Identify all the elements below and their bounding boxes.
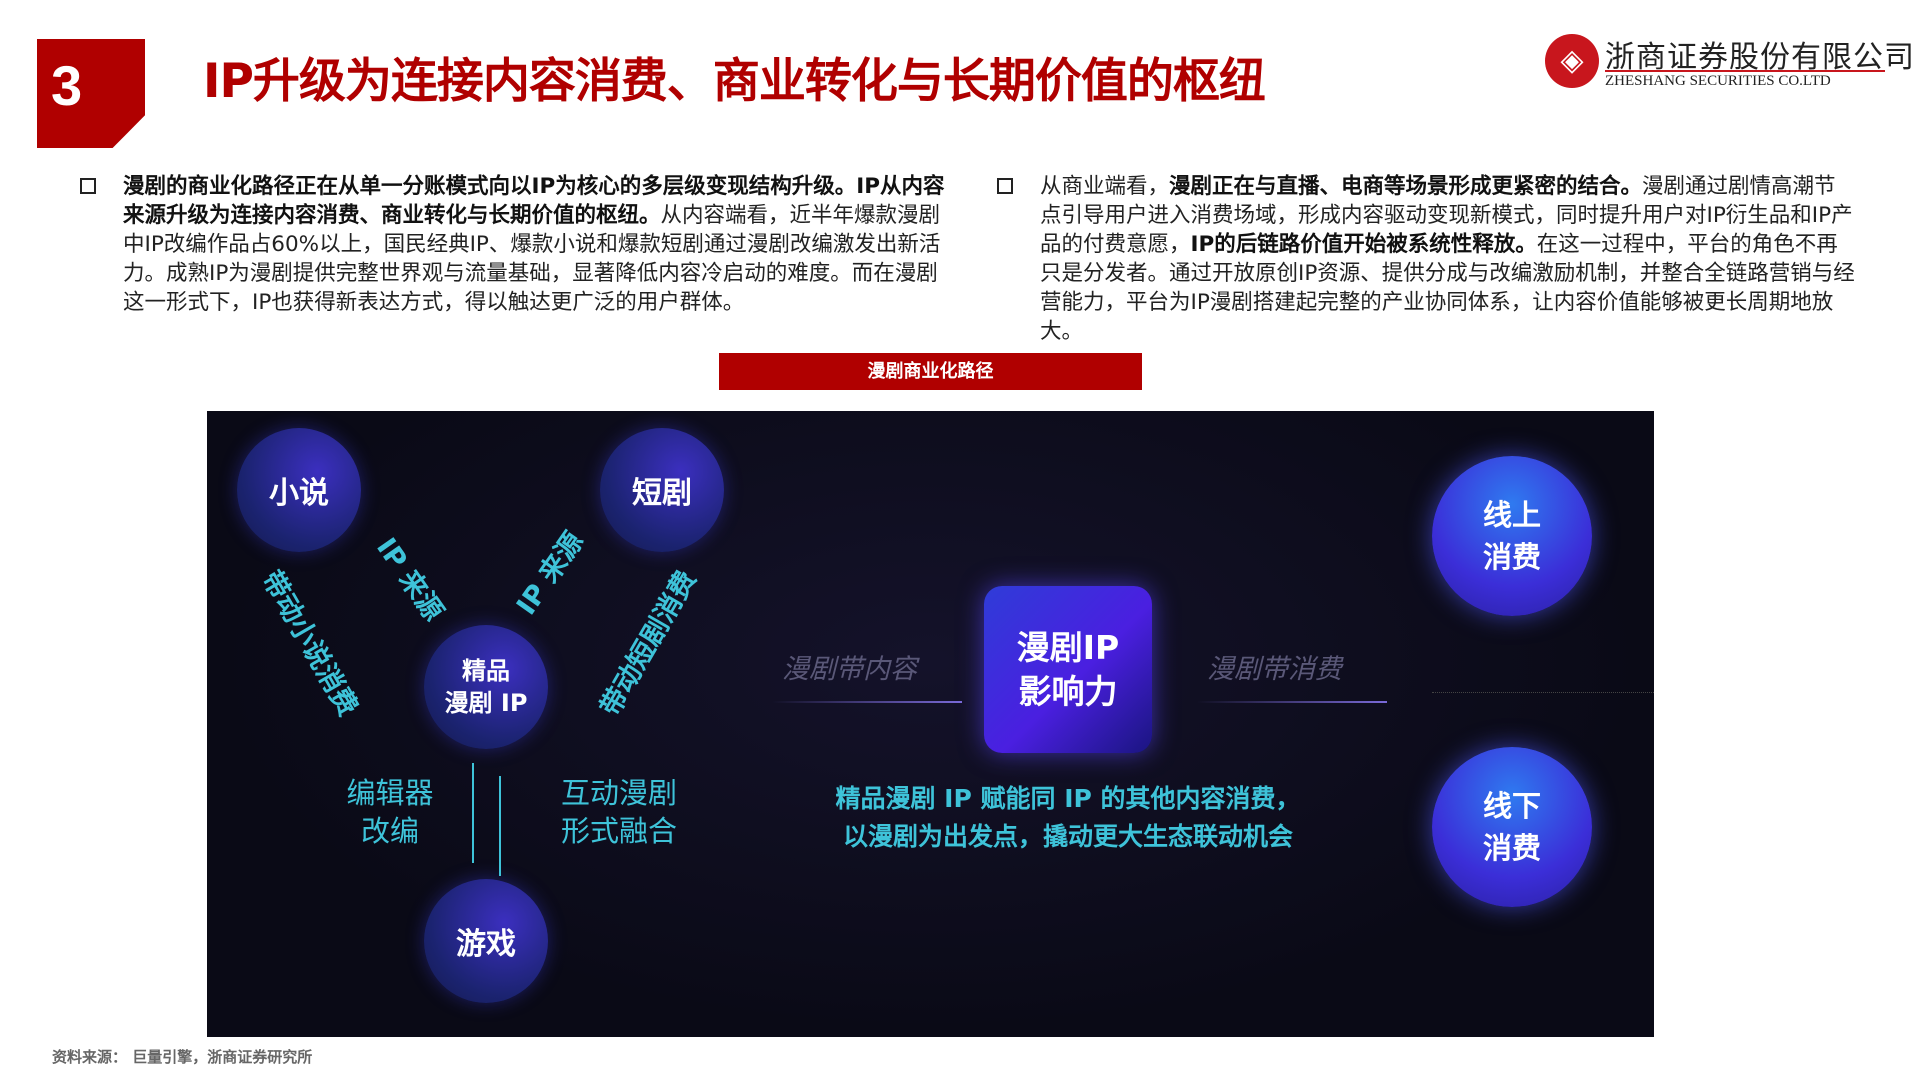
online-line-2: 消费 (1482, 540, 1541, 574)
divider (1432, 692, 1654, 693)
offline-line-1: 线下 (1482, 789, 1541, 823)
right-text-3: 在这一过程中，平台的角色不再只是分发者。通过开放原创IP资源、提供分成与改编激励… (1040, 232, 1855, 344)
interactive-label: 互动漫剧形式融合 (561, 774, 677, 850)
right-paragraph: 从商业端看，漫剧正在与直播、电商等场景形成更紧密的结合。漫剧通过剧情高潮节点引导… (1040, 172, 1855, 346)
node-game: 游戏 (424, 879, 548, 1003)
content-arrow (772, 701, 962, 703)
interactive-line-1: 互动漫剧 (560, 776, 678, 810)
bullet-icon (997, 178, 1013, 194)
core-line-2: 漫剧 IP (444, 689, 528, 717)
editor-line-2: 改编 (360, 814, 420, 848)
ip-source-right-label: IP 来源 (511, 526, 590, 621)
right-bold-2: IP的后链路价值开始被系统性释放。 (1190, 232, 1537, 257)
online-line-1: 线上 (1482, 498, 1541, 532)
node-online-consumption: 线上消费 (1432, 456, 1592, 616)
logo-cn: 浙商证券股份有限公司 (1605, 40, 1915, 75)
source-note: 资料来源： 巨量引擎，浙商证券研究所 (52, 1048, 313, 1066)
drive-short-label: 带动短剧消费 (594, 565, 703, 722)
drive-novel-label: 带动小说消费 (255, 565, 364, 722)
offline-line-2: 消费 (1482, 831, 1541, 865)
left-bold: 漫剧的商业化路径正在从单一分账模式向以IP为核心的多层级变现结构升级。IP从内容… (123, 174, 945, 228)
diagram-image: 小说 短剧 精品漫剧 IP 游戏 带动小说消费 IP 来源 IP 来源 带动短剧… (207, 411, 1654, 1037)
page-title: IP升级为连接内容消费、商业转化与长期价值的枢纽 (203, 54, 1266, 109)
ip-source-left-label: IP 来源 (370, 532, 449, 627)
logo-icon: ◈ (1545, 34, 1599, 88)
interactive-line-2: 形式融合 (560, 814, 678, 848)
bullet-icon (80, 178, 96, 194)
ip-power-line-2: 影响力 (1018, 671, 1118, 711)
node-offline-consumption: 线下消费 (1432, 747, 1592, 907)
desc-line-1: 精品漫剧 IP 赋能同 IP 的其他内容消费， (835, 784, 1301, 813)
node-short-drama: 短剧 (600, 428, 724, 552)
section-number: 3 (37, 39, 145, 148)
left-paragraph: 漫剧的商业化路径正在从单一分账模式向以IP为核心的多层级变现结构升级。IP从内容… (123, 172, 948, 317)
node-core-ip: 精品漫剧 IP (424, 625, 548, 749)
right-text-2: 漫剧通过剧情高潮节点引导用户进入消费场域，形成内容驱动变现新模式，同时提升用户对… (1040, 174, 1853, 257)
node-novel: 小说 (237, 428, 361, 552)
consume-label: 漫剧带消费 (1207, 654, 1342, 685)
logo-en: ZHESHANG SECURITIES CO.LTD (1605, 73, 1831, 89)
consume-arrow (1197, 701, 1387, 703)
editor-label: 编辑器改编 (346, 774, 433, 850)
content-label: 漫剧带内容 (782, 654, 917, 685)
core-line-1: 精品 (462, 657, 510, 685)
company-logo: ◈ 浙商证券股份有限公司 ZHESHANG SECURITIES CO.LTD (1545, 32, 1914, 92)
arrow-down (499, 776, 501, 876)
right-bold-1: 漫剧正在与直播、电商等场景形成更紧密的结合。 (1169, 174, 1643, 199)
editor-line-1: 编辑器 (346, 776, 434, 810)
figure-caption: 漫剧商业化路径 (719, 353, 1142, 390)
right-text-1: 从商业端看， (1040, 174, 1170, 199)
desc-line-2: 以漫剧为出发点，撬动更大生态联动机会 (842, 822, 1294, 851)
arrow-up (472, 763, 474, 863)
logo-divider (1605, 70, 1885, 72)
left-text: 从内容端看，近半年爆款漫剧中IP改编作品占60%以上，国民经典IP、爆款小说和爆… (123, 203, 941, 315)
ip-power-line-1: 漫剧IP (1016, 627, 1120, 667)
